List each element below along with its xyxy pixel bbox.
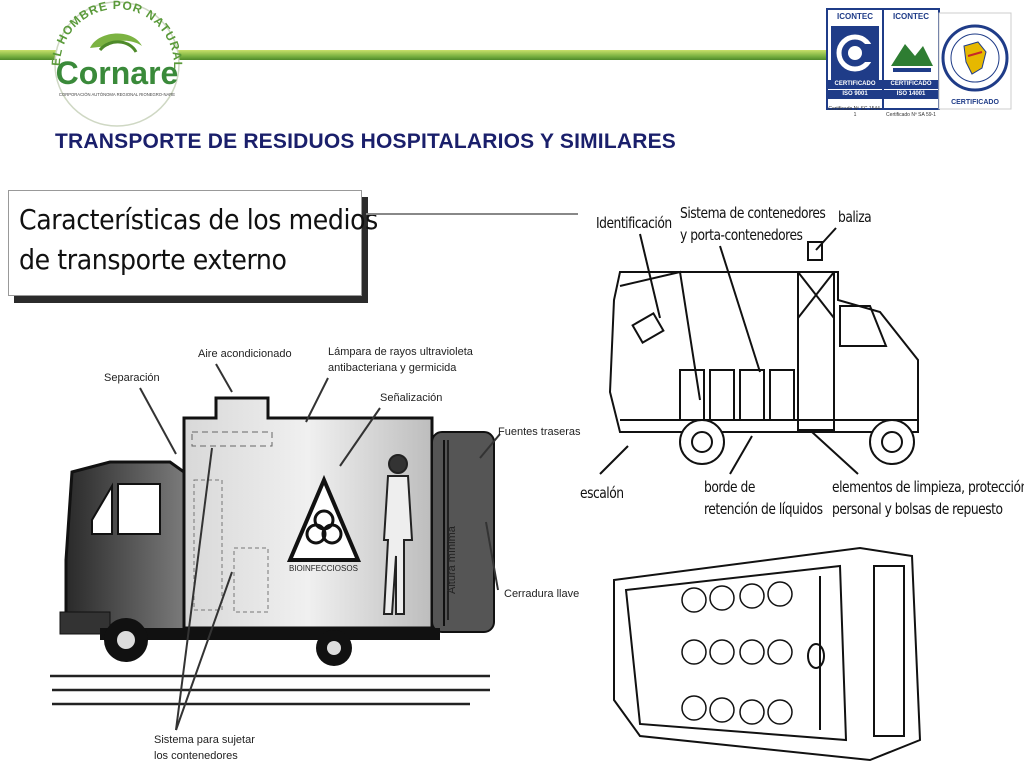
label-senalizacion: Señalización [380,392,443,404]
truck-illustration [50,363,501,731]
cert-mark-icon [831,26,879,80]
label-borde-1: borde de [704,478,755,496]
van-top-view [613,546,922,762]
label-lampara-1: Lámpara de rayos ultravioleta [328,346,473,358]
cert-label: CERTIFICADO [884,80,938,89]
rear-doors [431,431,495,633]
label-identificacion: Identificación [596,214,672,232]
cert-org: ICONTEC [884,10,938,24]
cert-standard: ISO 9001 [828,90,882,99]
cert-number: Certificado Nº SA 59-1 [886,112,936,118]
cert-standard: ISO 14001 [884,90,938,99]
label-escalon: escalón [580,484,624,502]
callout-line-2: de transporte externo [19,243,287,276]
logo-subtext: CORPORACIÓN AUTÓNOMA REGIONAL RIONEGRO-N… [59,92,175,97]
callout-line-1: Características de los medios [19,203,378,236]
cert-number: Certificado Nº SC 1544-1 [828,106,882,118]
label-baliza: baliza [838,208,872,226]
label-lampara-2: antibacteriana y germicida [328,362,457,374]
cert-org: ICONTEC [828,10,882,24]
cert-label: CERTIFICADO [828,80,882,89]
icontec-iso9001-cert: ICONTEC CERTIFICADO ISO 9001 Certificado… [826,8,884,118]
label-cerradura: Cerradura llave [504,588,580,600]
seal-label: CERTIFICADO [951,99,999,106]
label-fuentes: Fuentes traseras [498,426,581,438]
van-illustration [599,227,919,475]
person-figure [382,454,414,615]
label-altura: Altura mínima [446,526,458,594]
label-sistema-contenedores-2: y porta-contenedores [680,226,803,244]
slide-title: TRANSPORTE DE RESIDUOS HOSPITALARIOS Y S… [55,130,677,153]
label-bioinfecciosos: BIOINFECCIOSOS [289,564,358,573]
label-borde-2: retención de líquidos [704,500,823,518]
header-green-band [0,50,830,60]
chassis [100,628,440,640]
cornare-logo: EL HOMBRE POR NATURALEZA Cornare CORPORA… [38,0,184,127]
label-elementos-2: personal y bolsas de repuesto [832,500,1003,518]
ground-hatching [50,674,490,706]
biohazard-icon [286,474,362,562]
logo-brand-text: Cornare [56,55,179,91]
container-circles [681,581,793,725]
icontec-iso14001-cert: ICONTEC CERTIFICADO ISO 14001 Certificad… [882,8,940,118]
label-sistema-contenedores-1: Sistema de contenedores [680,204,826,222]
label-sistema-1: Sistema para sujetar [154,734,255,746]
label-separacion: Separación [104,372,160,384]
certification-seal: CERTIFICADO [938,12,1012,110]
characteristics-callout: Características de los medios de transpo… [8,190,378,296]
label-aire: Aire acondicionado [198,348,292,360]
label-sistema-2: los contenedores [154,750,238,762]
cert-mark-icon [887,26,935,80]
label-elementos-1: elementos de limpieza, protección [832,478,1024,496]
